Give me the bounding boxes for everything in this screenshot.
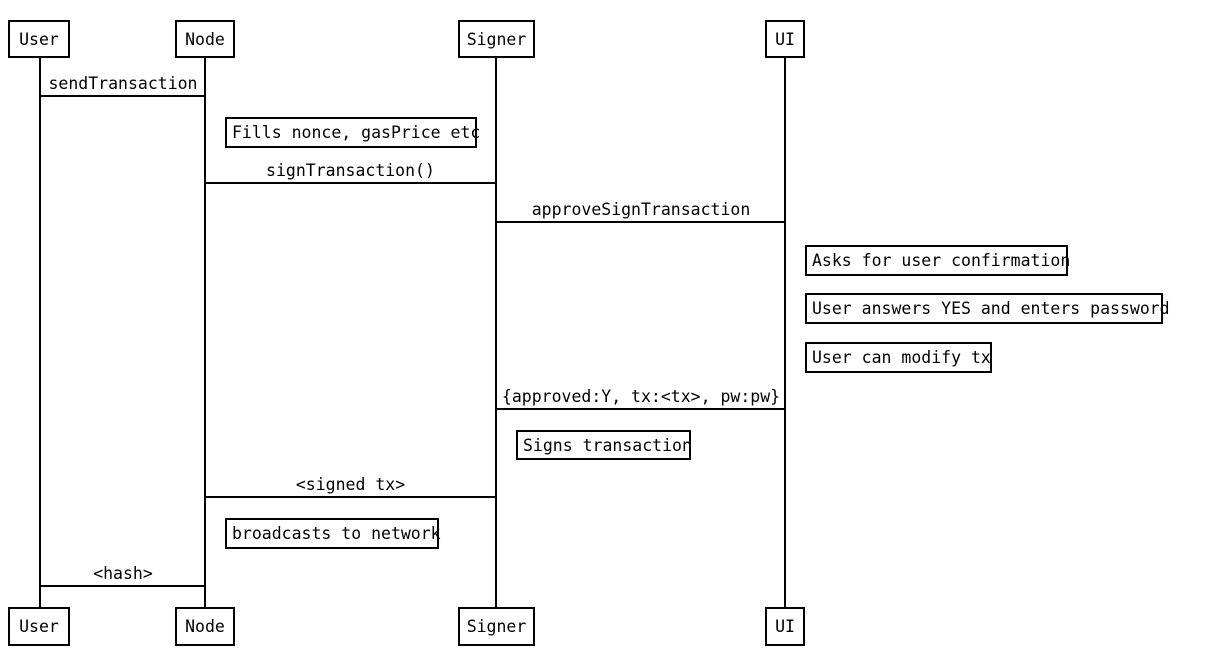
actor-node-label: Node — [185, 617, 225, 636]
note-user-can-modify-text: User can modify tx — [812, 348, 991, 367]
actor-signer-top: Signer — [458, 20, 535, 58]
message-line-signed-tx — [204, 496, 497, 498]
message-line-send-transaction — [39, 95, 206, 97]
message-line-approve-sign-transaction — [495, 221, 786, 223]
actor-ui-label: UI — [775, 29, 795, 49]
lifeline-user — [39, 58, 41, 607]
note-user-answers-yes-text: User answers YES and enters password — [812, 299, 1170, 318]
message-label-approved-response: {approved:Y, tx:<tx>, pw:pw} — [501, 387, 781, 406]
actor-signer-label: Signer — [466, 617, 527, 636]
actor-ui-top: UI — [765, 20, 805, 58]
lifeline-node — [204, 58, 206, 607]
message-label-send-transaction: sendTransaction — [48, 74, 198, 93]
actor-node-bottom: Node — [175, 607, 235, 646]
note-broadcasts: broadcasts to network — [225, 518, 441, 549]
message-line-hash — [39, 585, 206, 587]
note-asks-confirmation-text: Asks for user confirmation — [812, 251, 1071, 270]
note-asks-confirmation: Asks for user confirmation — [805, 245, 1071, 276]
actor-node-top: Node — [175, 20, 235, 58]
actor-ui-label: UI — [775, 617, 795, 636]
note-signs-transaction: Signs transaction — [516, 430, 692, 460]
note-fills-nonce-text: Fills nonce, gasPrice etc — [232, 123, 481, 142]
note-user-answers-yes: User answers YES and enters password — [805, 293, 1170, 324]
actor-user-label: User — [19, 617, 59, 636]
actor-node-label: Node — [185, 29, 225, 49]
message-label-sign-transaction: signTransaction() — [266, 161, 435, 180]
note-broadcasts-text: broadcasts to network — [232, 524, 441, 543]
message-label-signed-tx: <signed tx> — [295, 475, 406, 494]
actor-signer-bottom: Signer — [458, 607, 535, 646]
lifeline-ui — [784, 58, 786, 607]
message-label-approve-sign-transaction: approveSignTransaction — [531, 200, 751, 219]
note-user-can-modify: User can modify tx — [805, 342, 992, 373]
message-line-approved-response — [495, 408, 786, 410]
message-line-sign-transaction — [204, 182, 497, 184]
actor-ui-bottom: UI — [765, 607, 805, 646]
actor-signer-label: Signer — [466, 29, 527, 49]
lifeline-signer — [495, 58, 497, 607]
note-signs-transaction-text: Signs transaction — [523, 435, 692, 455]
actor-user-bottom: User — [8, 607, 70, 646]
message-label-hash: <hash> — [93, 564, 153, 583]
actor-user-label: User — [19, 29, 59, 49]
note-fills-nonce: Fills nonce, gasPrice etc — [225, 117, 481, 148]
actor-user-top: User — [8, 20, 70, 58]
